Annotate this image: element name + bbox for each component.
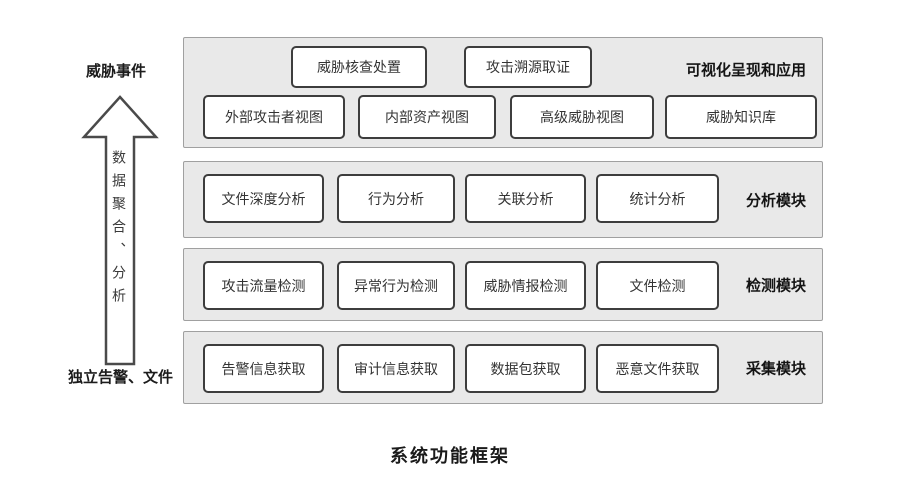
up-arrow-icon [81, 95, 159, 366]
module-file-detection: 文件检测 [596, 261, 719, 310]
module-abnormal-behavior-detection: 异常行为检测 [337, 261, 455, 310]
layer-label-visualization: 可视化呈现和应用 [685, 62, 806, 79]
layer-label-detection: 检测模块 [745, 277, 806, 294]
module-threat-intel-detection: 威胁情报检测 [465, 261, 586, 310]
module-malicious-file-acquisition: 恶意文件获取 [596, 344, 719, 393]
layer-collection: 告警信息获取 审计信息获取 数据包获取 恶意文件获取 采集模块 [183, 331, 823, 404]
layer-label-collection: 采集模块 [745, 360, 806, 377]
module-threat-knowledge-base: 威胁知识库 [665, 95, 817, 139]
module-threat-check-disposal: 威胁核查处置 [291, 46, 427, 88]
module-file-deep-analysis: 文件深度分析 [203, 174, 324, 223]
module-statistical-analysis: 统计分析 [596, 174, 719, 223]
diagram-title: 系统功能框架 [390, 446, 510, 466]
independent-alerts-files-label: 独立告警、文件 [68, 369, 174, 386]
module-audit-info-acquisition: 审计信息获取 [337, 344, 455, 393]
module-external-attacker-view: 外部攻击者视图 [203, 95, 345, 139]
layer-detection: 攻击流量检测 异常行为检测 威胁情报检测 文件检测 检测模块 [183, 248, 823, 321]
module-attack-traffic-detection: 攻击流量检测 [203, 261, 324, 310]
layer-analysis: 文件深度分析 行为分析 关联分析 统计分析 分析模块 [183, 161, 823, 238]
module-correlation-analysis: 关联分析 [465, 174, 586, 223]
module-behavior-analysis: 行为分析 [337, 174, 455, 223]
layer-label-analysis: 分析模块 [745, 192, 806, 209]
module-advanced-threat-view: 高级威胁视图 [510, 95, 654, 139]
module-packet-acquisition: 数据包获取 [465, 344, 586, 393]
arrow-label: 数据聚合、分析 [111, 150, 127, 311]
module-attack-traceback-forensics: 攻击溯源取证 [464, 46, 592, 88]
module-alert-info-acquisition: 告警信息获取 [203, 344, 324, 393]
module-internal-asset-view: 内部资产视图 [358, 95, 496, 139]
threat-event-label: 威胁事件 [86, 63, 147, 80]
layer-visualization: 威胁核查处置 攻击溯源取证 可视化呈现和应用 外部攻击者视图 内部资产视图 高级… [183, 37, 823, 148]
